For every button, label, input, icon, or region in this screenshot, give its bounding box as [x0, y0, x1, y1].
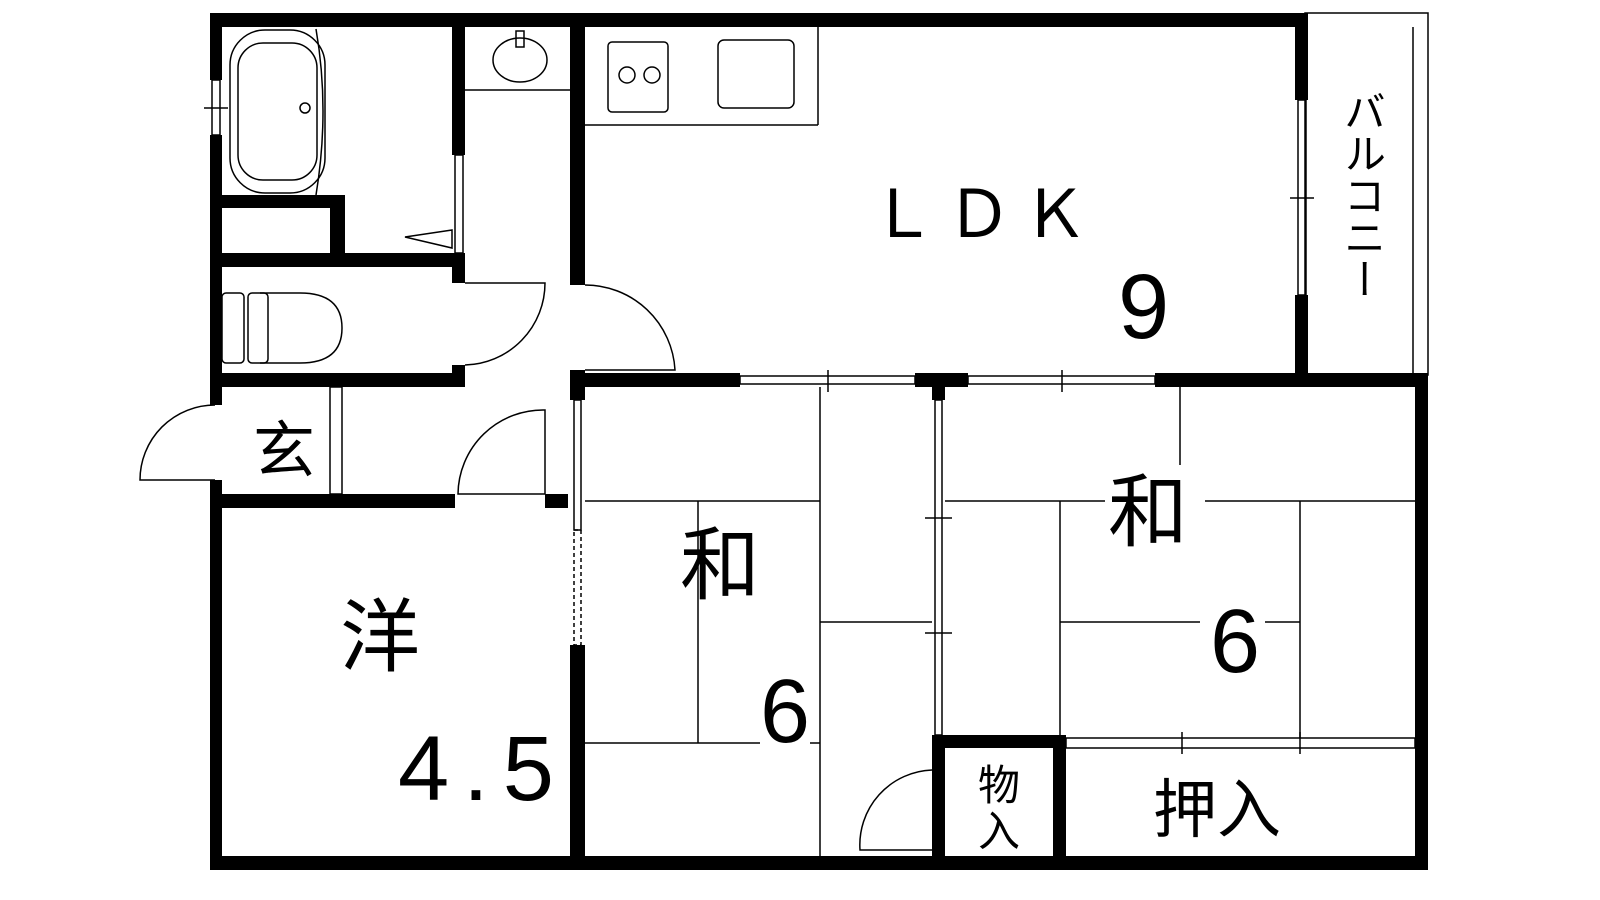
storage-label-top: 物	[978, 761, 1020, 810]
washitsu-left-label: 和	[680, 519, 760, 612]
windows	[204, 27, 1416, 754]
washitsu-right-label: 和	[1108, 466, 1188, 559]
western-room-size: 4.5	[398, 718, 568, 820]
closet-label: 押入	[1153, 774, 1281, 848]
kitchen-sink	[717, 39, 795, 109]
stove	[607, 41, 669, 113]
washitsu-right-size: 6	[1210, 592, 1260, 692]
entrance-label: 玄	[253, 414, 315, 487]
toilet	[221, 292, 343, 364]
ldk-size: 9	[1118, 256, 1169, 358]
western-room-label: 洋	[340, 591, 420, 684]
bathtub	[229, 29, 326, 194]
doors[interactable]	[139, 229, 933, 851]
storage-label-bottom: 入	[978, 807, 1020, 856]
ldk-label: ＬＤＫ	[870, 176, 1098, 253]
sink	[492, 37, 548, 83]
walls	[210, 13, 1428, 870]
fixtures	[221, 28, 795, 364]
washitsu-left-size: 6	[760, 662, 810, 762]
balcony-label: バルコニー	[1338, 90, 1387, 300]
